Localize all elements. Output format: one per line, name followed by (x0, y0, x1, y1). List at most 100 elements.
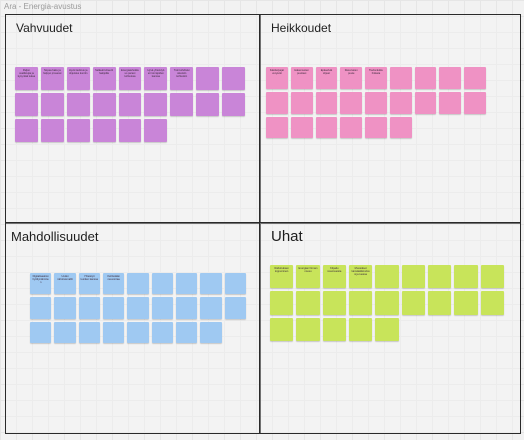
sticky-note[interactable] (349, 317, 373, 341)
sticky-note[interactable] (144, 92, 168, 116)
sticky-note[interactable] (414, 67, 437, 89)
sticky-note[interactable]: Uudet rahoitusmallit (54, 273, 76, 295)
sticky-note[interactable] (464, 67, 486, 89)
sticky-note[interactable] (118, 118, 142, 142)
sticky-note[interactable]: Energiatehokkuus parani kohteissa (118, 67, 142, 90)
sticky-note[interactable]: Epäselvät ohjeet (315, 67, 338, 89)
sticky-note[interactable] (389, 91, 412, 114)
sticky-note[interactable] (266, 91, 288, 114)
sticky-note[interactable] (144, 118, 168, 142)
sticky-note[interactable] (322, 291, 346, 315)
sticky-note[interactable] (428, 265, 452, 289)
sticky-note[interactable] (40, 92, 64, 116)
sticky-note[interactable] (66, 118, 90, 142)
sticky-note[interactable] (401, 291, 425, 315)
sticky-note[interactable] (365, 91, 387, 114)
sticky-note[interactable] (428, 291, 452, 315)
sticky-note[interactable] (66, 92, 90, 116)
sticky-note[interactable]: Hyvä tiedotus ja ohjeistus kuntiin (66, 67, 90, 90)
sticky-note[interactable] (480, 291, 504, 315)
sticky-note[interactable] (401, 265, 425, 289)
sticky-note[interactable] (176, 321, 198, 343)
sticky-note[interactable]: Tuki kohdistui oikeisiin kohteisiin (170, 67, 194, 90)
sticky-note[interactable] (480, 265, 504, 289)
sticky-note[interactable]: Muutokset lainsäädännössä ja tuessa (349, 265, 373, 289)
frame-strengths[interactable]: Vahvuudet Paljon osallistujia ja kysyntä… (5, 14, 261, 224)
sticky-note[interactable] (127, 321, 149, 343)
sticky-note[interactable] (176, 273, 198, 295)
sticky-note[interactable] (270, 317, 294, 341)
sticky-note[interactable] (375, 265, 399, 289)
sticky-note[interactable] (365, 116, 387, 139)
sticky-note[interactable] (200, 297, 222, 319)
sticky-note[interactable] (103, 321, 125, 343)
sticky-note[interactable] (389, 67, 412, 89)
sticky-note[interactable] (454, 291, 478, 315)
sticky-note[interactable] (176, 297, 198, 319)
sticky-note[interactable]: Rahoituksen loppuminen (270, 265, 294, 289)
sticky-note[interactable] (439, 67, 462, 89)
sticky-note[interactable] (464, 91, 486, 114)
sticky-note[interactable] (200, 321, 222, 343)
sticky-note[interactable]: Yhteistyö kuntien kanssa (78, 273, 100, 295)
sticky-note[interactable] (196, 92, 220, 116)
sticky-note[interactable] (296, 317, 320, 341)
sticky-note[interactable]: Kehitetään neuvontaa (103, 273, 125, 295)
sticky-note[interactable] (15, 92, 38, 116)
sticky-note[interactable] (118, 92, 142, 116)
sticky-note[interactable] (127, 273, 149, 295)
sticky-note[interactable] (170, 92, 194, 116)
sticky-note[interactable] (290, 91, 313, 114)
sticky-note[interactable]: Energian hinnan nousu (296, 265, 320, 289)
sticky-note[interactable] (78, 297, 100, 319)
sticky-note[interactable] (340, 116, 363, 139)
sticky-note[interactable] (40, 118, 64, 142)
sticky-note[interactable] (222, 92, 245, 116)
sticky-note[interactable]: Nopea haku ja helppo prosessi (40, 67, 64, 90)
sticky-note[interactable] (78, 321, 100, 343)
sticky-note[interactable] (224, 297, 246, 319)
sticky-note[interactable] (151, 297, 173, 319)
sticky-note[interactable] (151, 321, 173, 343)
sticky-note[interactable] (322, 317, 346, 341)
sticky-note[interactable]: Hyvä yhteistyö eri toimijoiden kanssa (144, 67, 168, 90)
sticky-note[interactable] (224, 273, 246, 295)
sticky-note[interactable] (389, 116, 412, 139)
sticky-note[interactable] (30, 321, 52, 343)
sticky-note[interactable]: Hakemusten puutteet (290, 67, 313, 89)
sticky-note[interactable]: Resurssien puute (340, 67, 363, 89)
sticky-note[interactable] (92, 92, 116, 116)
sticky-note[interactable] (290, 116, 313, 139)
sticky-note[interactable] (15, 118, 38, 142)
sticky-note[interactable] (439, 91, 462, 114)
sticky-note[interactable] (196, 67, 220, 90)
sticky-note[interactable] (315, 116, 338, 139)
sticky-note[interactable] (103, 297, 125, 319)
sticky-note[interactable] (266, 116, 288, 139)
sticky-note[interactable] (296, 291, 320, 315)
sticky-note[interactable] (349, 291, 373, 315)
sticky-note[interactable] (414, 91, 437, 114)
sticky-note[interactable] (375, 317, 399, 341)
sticky-note[interactable]: Paljon osallistujia ja kysyntää tukea (15, 67, 38, 90)
frame-opportunities[interactable]: Mahdollisuudet Digitalisaation hyödyntäm… (5, 222, 261, 434)
sticky-note[interactable] (54, 321, 76, 343)
sticky-note[interactable] (151, 273, 173, 295)
sticky-note[interactable] (315, 91, 338, 114)
sticky-note[interactable] (127, 297, 149, 319)
sticky-note[interactable]: Käsittelyajat venyivät (266, 67, 288, 89)
sticky-note[interactable] (30, 297, 52, 319)
sticky-note[interactable]: Selkeät kriteerit hakijoille (92, 67, 116, 90)
sticky-note[interactable]: Tiedonkulku hidasta (365, 67, 387, 89)
sticky-note[interactable] (222, 67, 245, 90)
sticky-note[interactable] (270, 291, 294, 315)
sticky-note[interactable] (200, 273, 222, 295)
sticky-note[interactable]: Digitalisaation hyödyntäminen (30, 273, 52, 295)
sticky-note[interactable] (54, 297, 76, 319)
sticky-note[interactable] (454, 265, 478, 289)
sticky-note[interactable] (375, 291, 399, 315)
sticky-note[interactable] (340, 91, 363, 114)
sticky-note[interactable] (92, 118, 116, 142)
